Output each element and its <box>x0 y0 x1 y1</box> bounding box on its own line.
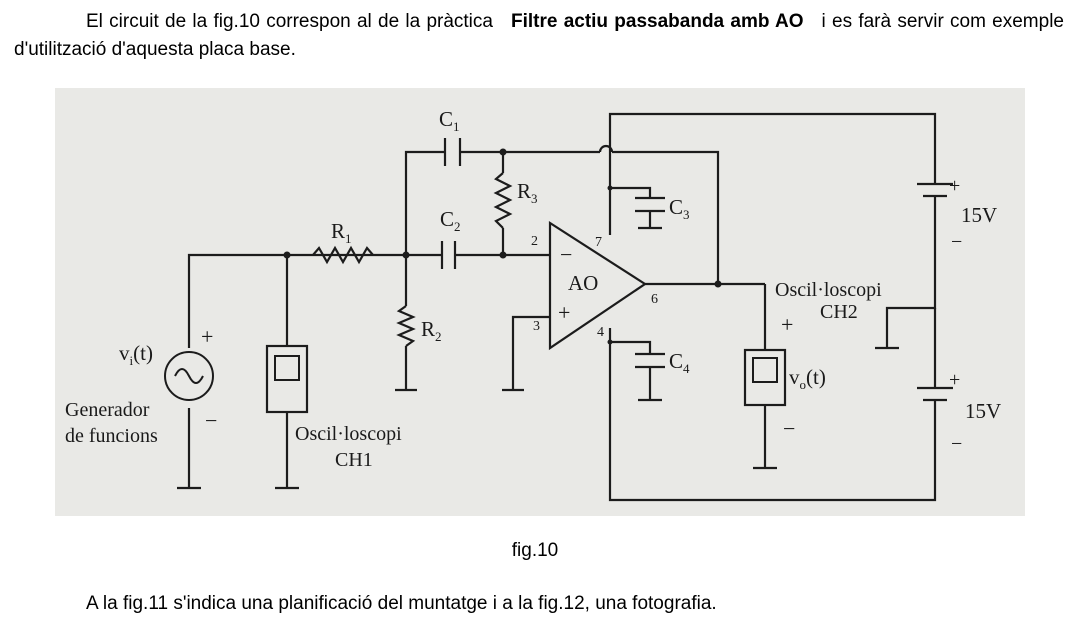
capacitor-c3 <box>635 196 665 230</box>
generator-minus: − <box>205 408 217 433</box>
supply-bottom-plus: + <box>949 369 960 391</box>
opamp-label: AO <box>568 271 598 295</box>
resistor-r2 <box>396 305 416 347</box>
supply-top-minus: − <box>951 231 962 253</box>
label-c4: C4 <box>669 349 690 376</box>
generator-plus: + <box>201 324 213 349</box>
label-c1: C1 <box>439 107 460 134</box>
junction-dots <box>283 148 722 345</box>
figure-caption: fig.10 <box>511 540 559 561</box>
pin-3-label: 3 <box>533 319 540 334</box>
osc-ch2-minus: − <box>783 416 795 441</box>
circuit-wires <box>177 112 937 502</box>
label-r2: R2 <box>421 317 442 344</box>
oscilloscope-ch1-icon <box>265 344 309 414</box>
supply-top-voltage: 15V <box>961 203 997 227</box>
oscilloscope-ch2-icon <box>743 348 787 407</box>
osc-ch2-plus: + <box>781 312 793 337</box>
capacitor-c4 <box>635 352 665 402</box>
battery-top <box>917 182 953 228</box>
opamp-minus-sign: − <box>560 242 572 267</box>
intro-text-before: El circuit de la fig.10 correspon al de … <box>86 11 493 32</box>
osc-ch2-label-line2: CH2 <box>820 301 858 323</box>
sine-wave-icon <box>174 368 204 384</box>
label-r1: R1 <box>331 219 352 246</box>
circuit-diagram: − + AO C1 C2 <box>65 107 1001 502</box>
opamp-symbol <box>548 220 648 351</box>
pin-4-label: 4 <box>597 325 604 340</box>
supply-top-plus: + <box>949 175 960 197</box>
intro-paragraph: El circuit de la fig.10 correspon al de … <box>14 8 1064 64</box>
osc-ch1-label-line1: Oscil·loscopi <box>295 423 402 445</box>
intro-text-after: i es farà servir com exemple d'utilitzac… <box>14 11 1064 60</box>
pin-2-label: 2 <box>531 234 538 249</box>
battery-bottom <box>917 386 953 428</box>
label-c2: C2 <box>440 207 461 234</box>
osc-ch1-label-line2: CH1 <box>335 449 373 471</box>
generator-label-line2: de funcions <box>65 425 158 447</box>
supply-bottom-voltage: 15V <box>965 399 1001 423</box>
function-generator <box>164 351 214 401</box>
pin-6-label: 6 <box>651 292 658 307</box>
label-c3: C3 <box>669 195 690 222</box>
capacitor-c2 <box>440 241 457 269</box>
resistor-r1 <box>312 245 374 265</box>
label-r3: R3 <box>517 179 538 206</box>
resistor-r3 <box>493 172 513 229</box>
label-vo: vo(t) <box>789 365 826 392</box>
opamp-plus-sign: + <box>558 300 570 325</box>
label-vi: vi(t) <box>119 341 153 368</box>
pin-7-label: 7 <box>595 235 602 250</box>
generator-label-line1: Generador <box>65 399 150 421</box>
practice-title: Filtre actiu passabanda amb AO <box>510 11 804 32</box>
outro-paragraph: A la fig.11 s'indica una planificació de… <box>86 593 717 614</box>
supply-bottom-minus: − <box>951 433 962 455</box>
capacitor-c1 <box>443 138 462 166</box>
circuit-figure: − + AO C1 C2 <box>55 88 1025 516</box>
osc-ch2-label-line1: Oscil·loscopi <box>775 279 882 301</box>
